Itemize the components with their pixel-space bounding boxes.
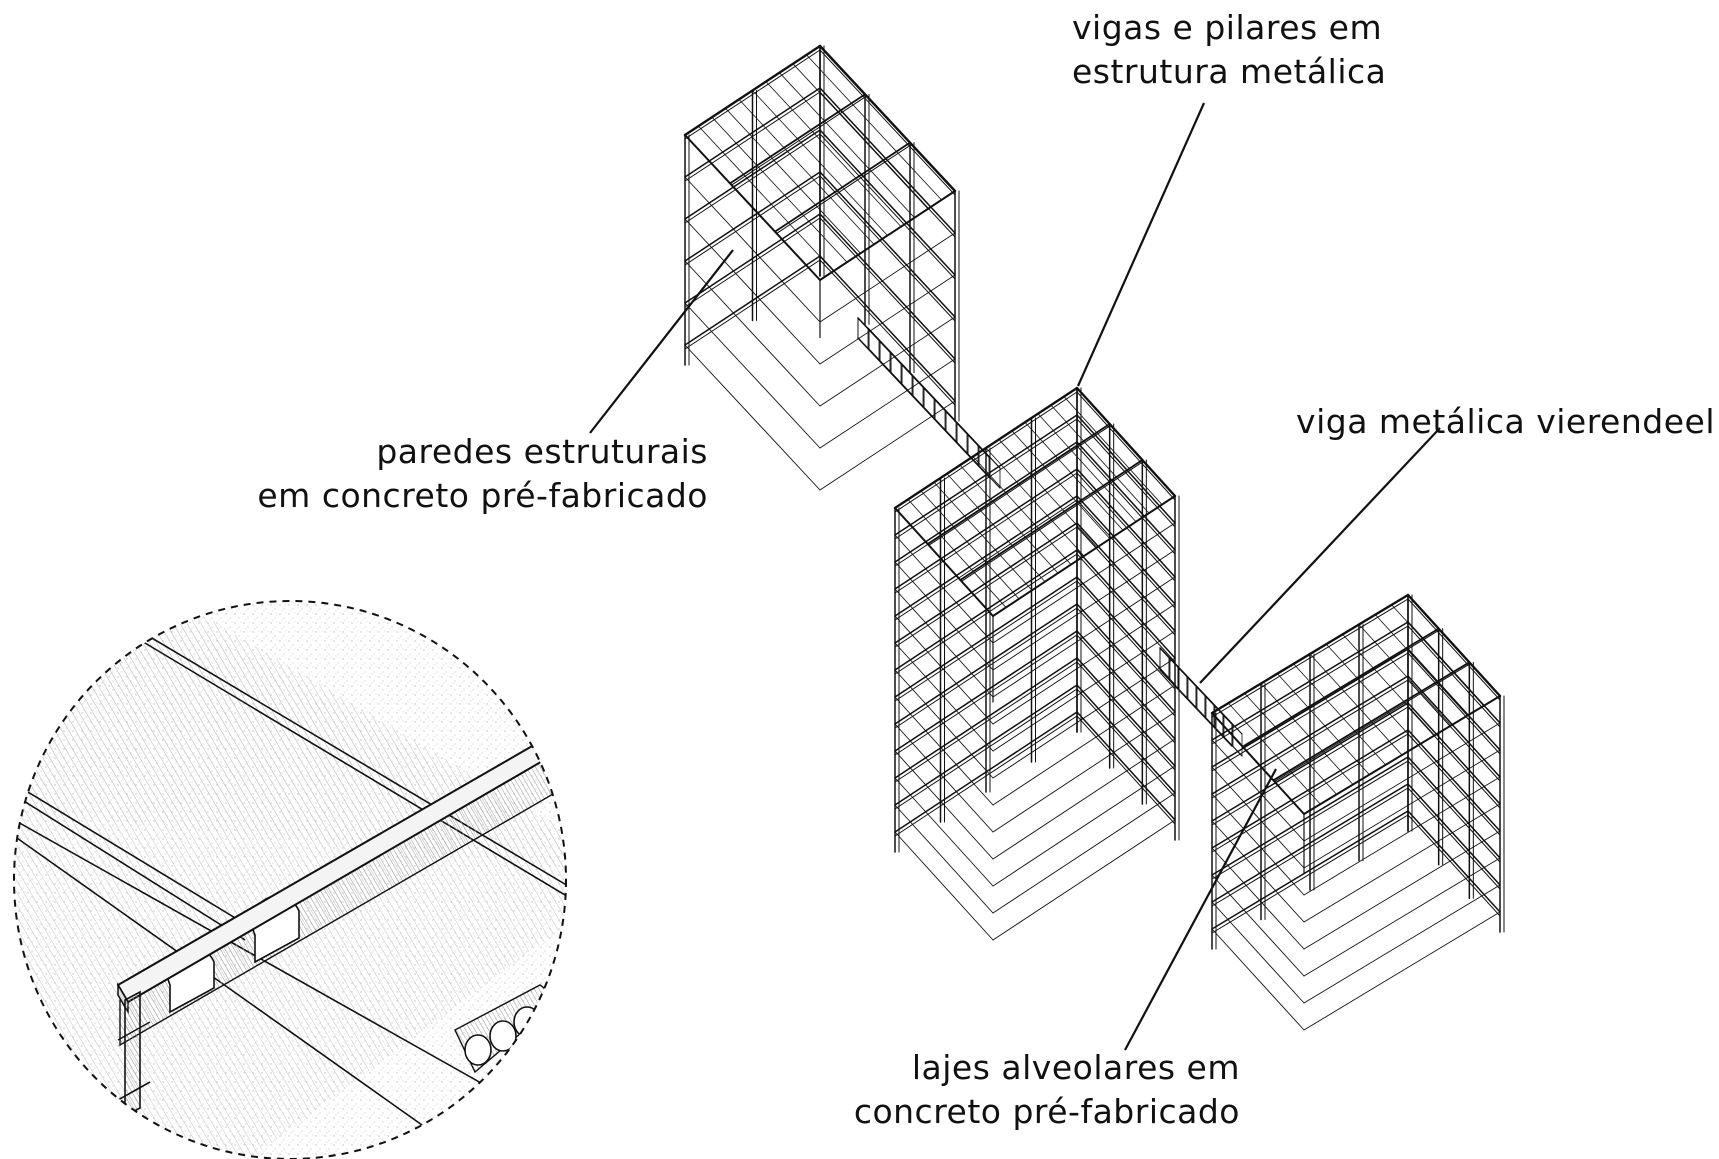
leader-line-slabs xyxy=(1124,768,1277,1051)
building-east xyxy=(1210,593,1505,1031)
buildings-group xyxy=(683,44,1505,1031)
label-slabs-line-1: lajes alveolares em xyxy=(911,1048,1240,1087)
detail-magnifier xyxy=(13,600,567,1159)
leader-line-vierendeel xyxy=(1199,427,1441,684)
bridge-east xyxy=(1159,647,1243,757)
label-steel-line-1: vigas e pilares em xyxy=(1072,8,1383,47)
building-central-tower xyxy=(893,386,1180,941)
label-walls-line-2: em concreto pré-fabricado xyxy=(257,476,708,515)
bridge-north xyxy=(857,317,1001,489)
label-vierendeel-beam: viga metálica vierendeel xyxy=(1296,400,1715,444)
label-walls-line-1: paredes estruturais xyxy=(376,432,708,471)
label-vierendeel-line-1: viga metálica vierendeel xyxy=(1296,402,1715,441)
label-hollowcore-slabs: lajes alveolares em concreto pré-fabrica… xyxy=(854,1046,1240,1134)
leader-line-steel xyxy=(1076,102,1206,387)
beam-end-face xyxy=(124,990,141,1118)
leader-line-walls xyxy=(589,249,734,434)
detail-circle-outline xyxy=(13,600,567,1159)
leader-lines xyxy=(589,102,1441,1051)
label-slabs-line-2: concreto pré-fabricado xyxy=(853,1092,1240,1131)
label-steel-line-2: estrutura metálica xyxy=(1072,52,1387,91)
label-structural-walls: paredes estruturais em concreto pré-fabr… xyxy=(257,430,708,518)
building-north xyxy=(683,44,960,491)
label-steel-frame: vigas e pilares em estrutura metálica xyxy=(1072,6,1386,94)
